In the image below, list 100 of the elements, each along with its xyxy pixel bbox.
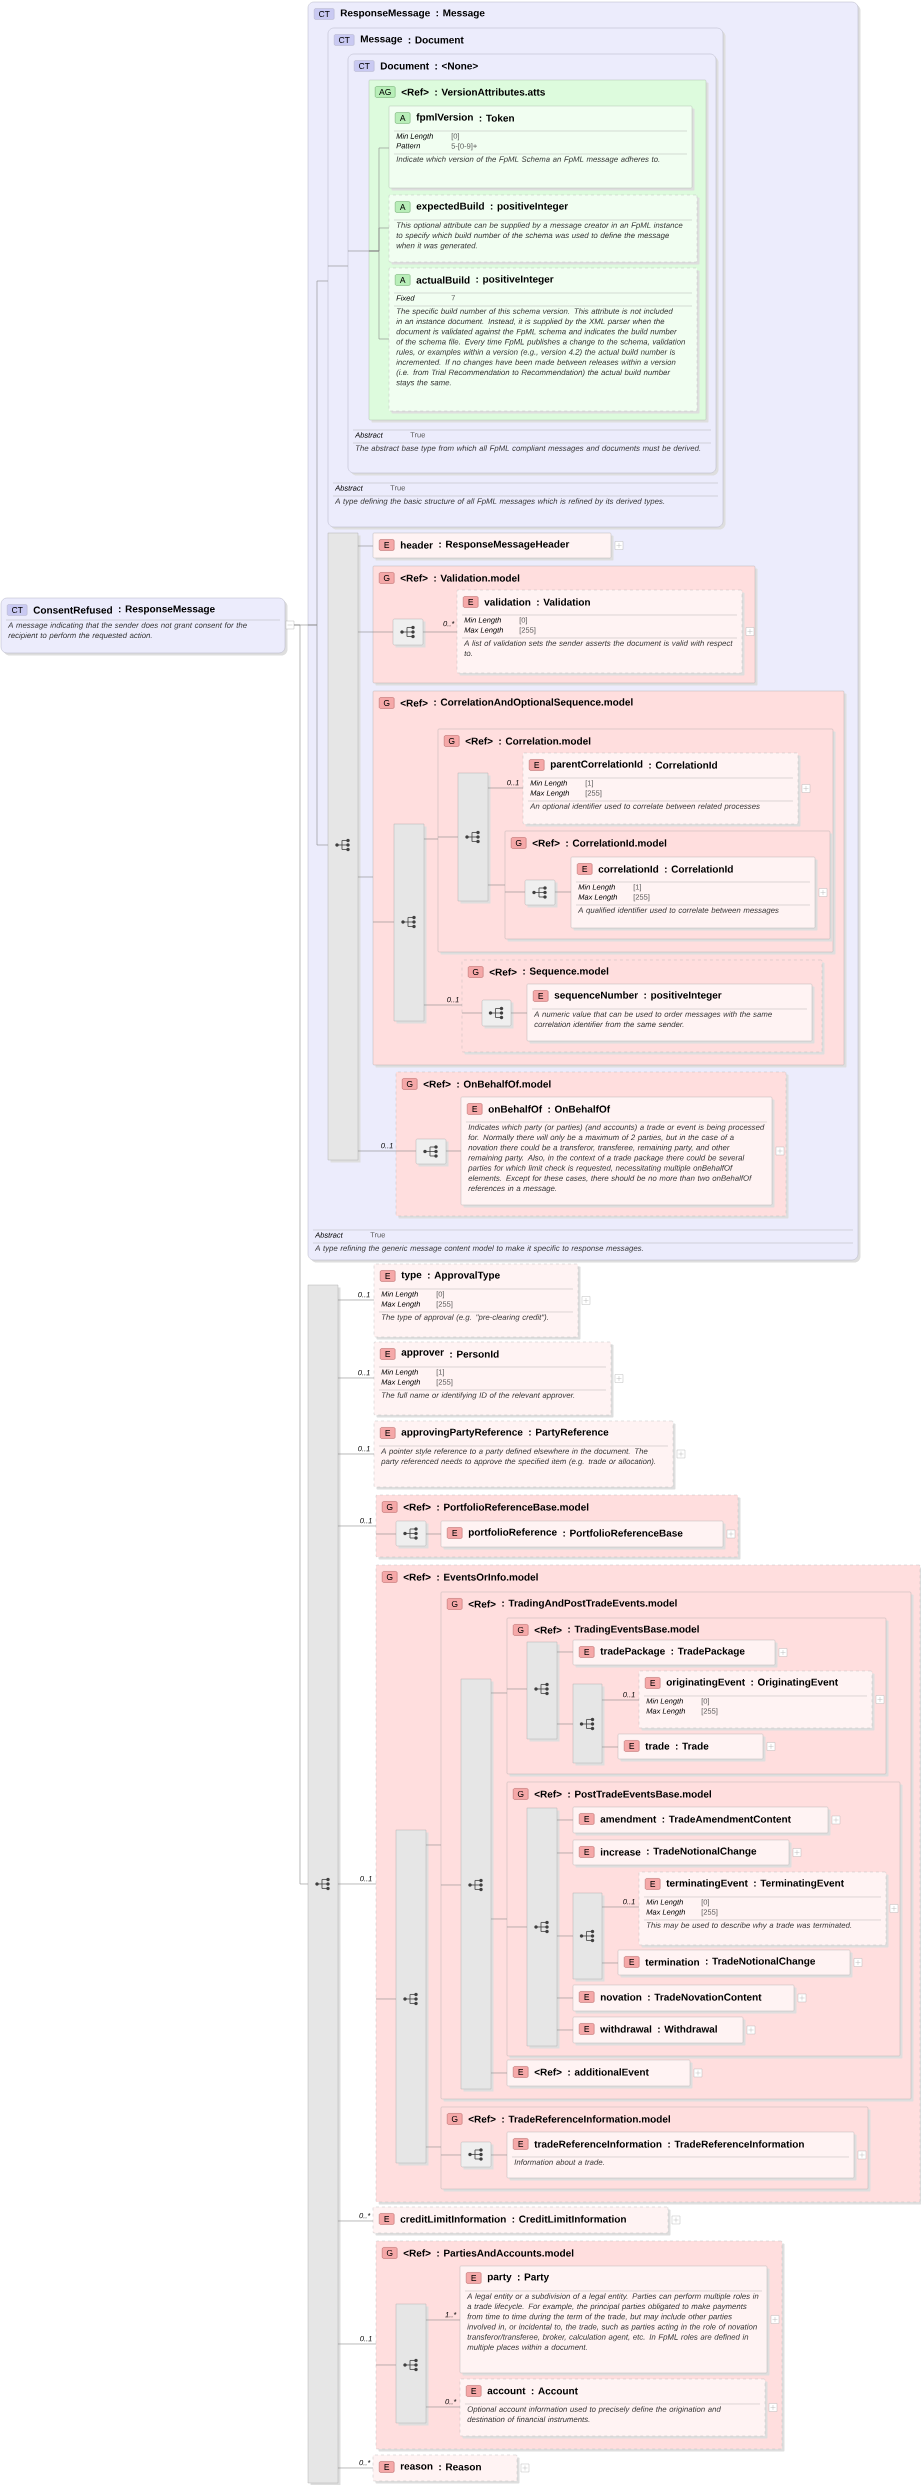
kind-badge: G (447, 2113, 463, 2125)
connector-line (337, 2467, 374, 2469)
kind-badge: G (382, 1571, 398, 1583)
connector-line (490, 1918, 508, 1920)
kind-badge: E (533, 990, 549, 1002)
kind-badge: G (511, 837, 527, 849)
kind-badge: CT (354, 60, 375, 72)
connector-line (375, 1998, 397, 2000)
connector-line (327, 265, 349, 267)
connector-line (556, 1819, 574, 1821)
connector-line (423, 1004, 463, 1006)
sequence-bar (327, 532, 361, 1163)
kind-badge: E (579, 1991, 595, 2003)
connector-line (337, 1525, 377, 1527)
element-box: E novation : TradeNovationContent (572, 1984, 797, 2014)
connector-line (601, 1962, 619, 1964)
connector-line (461, 1012, 483, 1014)
connector-line (490, 2154, 508, 2156)
connector-line (510, 1012, 528, 1014)
kind-badge: E (645, 1878, 661, 1890)
sequence-bar (457, 772, 491, 904)
element-box: E increase : TradeNotionalChange (572, 1839, 792, 1868)
connector-line (556, 1723, 574, 1725)
element-box: E amendment : TradeAmendmentContent (572, 1806, 831, 1836)
connector-line (357, 631, 374, 633)
connector-line (437, 836, 459, 838)
connector-line (490, 2072, 508, 2074)
connector-line (357, 545, 374, 547)
connector-line (375, 1533, 397, 1535)
kind-badge: CT (334, 34, 355, 46)
connector-line (506, 1926, 528, 1928)
connector-line (445, 1150, 462, 1152)
connector-line (554, 891, 572, 893)
sequence-bar (460, 1678, 494, 2092)
connector-line (425, 1533, 442, 1535)
kind-badge: E (379, 2461, 395, 2473)
sequence-box (415, 1138, 449, 1167)
element-box: E creditLimitInformation : CreditLimitInformation (372, 2206, 671, 2236)
sequence-box (395, 1520, 429, 1549)
connector-line (375, 2364, 397, 2366)
connector-line (556, 1997, 574, 1999)
connector-line (440, 1884, 462, 1886)
sequence-bar (526, 1807, 560, 2049)
sequence-box (524, 879, 558, 908)
connector-line (337, 1883, 377, 1885)
connector-line (337, 2220, 374, 2222)
sequence-bar (307, 1284, 341, 2485)
sequence-box (460, 2141, 494, 2170)
kind-badge: G (444, 735, 460, 747)
kind-badge: G (382, 2247, 398, 2259)
connector-line (556, 1852, 574, 1854)
kind-badge: E (529, 759, 545, 771)
kind-badge: E (379, 539, 395, 551)
connector-line (487, 787, 524, 789)
element-box: E reason : Reason (372, 2454, 520, 2484)
element-box: E header : ResponseMessageHeader (372, 532, 614, 561)
element-box: E <Ref> : additionalEvent (506, 2059, 693, 2089)
kind-badge: G (513, 1624, 529, 1636)
kind-badge: G (382, 1501, 398, 1513)
connector-line (357, 876, 374, 878)
connector-line (425, 2319, 461, 2321)
connector-line (423, 838, 439, 840)
connector-line (337, 1453, 375, 1455)
kind-badge: E (380, 1270, 396, 1282)
kind-badge: CT (314, 8, 335, 20)
connector-line (490, 1692, 508, 1694)
connector-line (556, 1935, 574, 1937)
kind-badge: G (379, 572, 395, 584)
connector-line (337, 1377, 375, 1379)
sequence-box (392, 618, 426, 648)
element-box: E tradePackage : TradePackage (572, 1639, 778, 1668)
sequence-bar (395, 2303, 429, 2426)
kind-badge: E (447, 1527, 463, 1539)
connector-line (440, 2154, 462, 2156)
kind-badge: AG (375, 86, 396, 98)
kind-badge: E (645, 1677, 661, 1689)
connector-line (506, 1688, 528, 1690)
element-box: E portfolioReference : PortfolioReferenceBase (440, 1520, 726, 1550)
connector-line (357, 1150, 397, 1152)
connector-line (487, 884, 506, 886)
sequence-bar (393, 823, 427, 1024)
kind-badge: A (395, 112, 411, 124)
connector-line (293, 624, 309, 1885)
sequence-box (481, 999, 514, 1029)
kind-badge: A (395, 274, 411, 286)
sequence-bar (526, 1641, 560, 1742)
element-box: E termination : TradeNotionalChange (617, 1949, 853, 1978)
connector-line (422, 631, 458, 633)
element-box: E trade : Trade (617, 1733, 766, 1762)
connector-line (601, 1746, 619, 1748)
connector-line (337, 2343, 377, 2345)
element-box: E withdrawal : Withdrawal (572, 2016, 746, 2046)
kind-badge: G (513, 1788, 529, 1800)
kind-badge: E (463, 596, 479, 608)
kind-badge: G (379, 697, 395, 709)
kind-badge: E (579, 1813, 595, 1825)
connector-line (372, 631, 394, 633)
kind-badge: G (402, 1078, 418, 1090)
connector-line (425, 1844, 442, 1846)
connector-line (425, 2406, 461, 2408)
